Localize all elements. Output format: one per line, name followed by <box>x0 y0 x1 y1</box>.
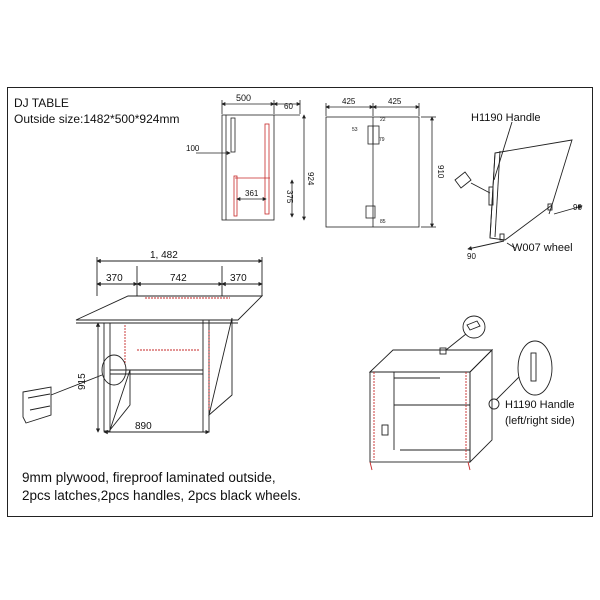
closed-handle-label: H1190 Handle <box>505 399 575 411</box>
closed-latch-bubble <box>462 315 486 339</box>
open-right-panel <box>202 319 210 433</box>
open-view <box>22 257 264 435</box>
closed-front <box>369 371 471 463</box>
closed-latch-icon <box>381 424 389 436</box>
front-dim-53: 53 <box>352 127 358 133</box>
open-dim-base: 890 <box>135 421 152 432</box>
open-dim-right-wing: 370 <box>230 273 247 284</box>
case-dim-a: 90 <box>467 252 476 261</box>
case-dim-b: 90 <box>573 203 582 212</box>
open-detail-bubble <box>101 354 127 386</box>
front-view-outline <box>325 116 420 228</box>
case-handle-label: H1190 Handle <box>471 112 541 124</box>
front-dim-right-half: 425 <box>388 97 402 106</box>
front-dim-height: 910 <box>436 165 445 179</box>
side-view-outline <box>221 114 275 221</box>
case-latch-icon <box>454 171 472 189</box>
open-top-surface <box>75 295 264 321</box>
case-body <box>489 139 573 241</box>
outside-size: Outside size:1482*500*924mm <box>14 112 180 126</box>
open-latch-detail <box>22 386 52 424</box>
open-dim-total: 1, 482 <box>150 250 178 261</box>
side-dim-inner-height: 375 <box>285 190 294 204</box>
side-view-red-post <box>264 123 270 215</box>
side-view <box>196 100 306 221</box>
open-dim-left-wing: 370 <box>106 273 123 284</box>
closed-top-latch <box>439 347 447 355</box>
open-left-panel <box>103 322 111 432</box>
case-wheel-icon <box>547 203 553 211</box>
closed-handle-side: (left/right side) <box>505 415 575 427</box>
front-dim-left-half: 425 <box>342 97 356 106</box>
closed-handle-bubble <box>517 340 553 396</box>
case-view <box>454 121 583 251</box>
front-dim-79: 79 <box>379 137 385 143</box>
closed-handle-icon <box>530 352 537 382</box>
front-dim-85: 85 <box>380 219 386 225</box>
side-dim-height: 924 <box>306 172 315 186</box>
side-view-bracket <box>230 117 236 153</box>
side-dim-inner-width: 361 <box>245 189 259 198</box>
sheet-frame <box>7 87 593 517</box>
side-dim-depth: 500 <box>236 93 251 103</box>
closed-side <box>469 348 493 464</box>
open-dim-height: 915 <box>77 373 88 390</box>
description-line-1: 9mm plywood, fireproof laminated outside… <box>22 470 276 485</box>
description-line-2: 2pcs latches,2pcs handles, 2pcs black wh… <box>22 488 302 503</box>
front-view <box>325 103 436 228</box>
open-dim-center: 742 <box>170 273 187 284</box>
side-dim-overhang: 60 <box>284 102 293 111</box>
closed-view <box>368 315 553 471</box>
case-handle-icon <box>488 186 494 206</box>
side-dim-left: 100 <box>186 144 200 153</box>
case-wheel-label: W007 wheel <box>512 242 573 254</box>
drawing-title: DJ TABLE <box>14 96 69 110</box>
front-dim-top-small: 22 <box>380 117 386 123</box>
